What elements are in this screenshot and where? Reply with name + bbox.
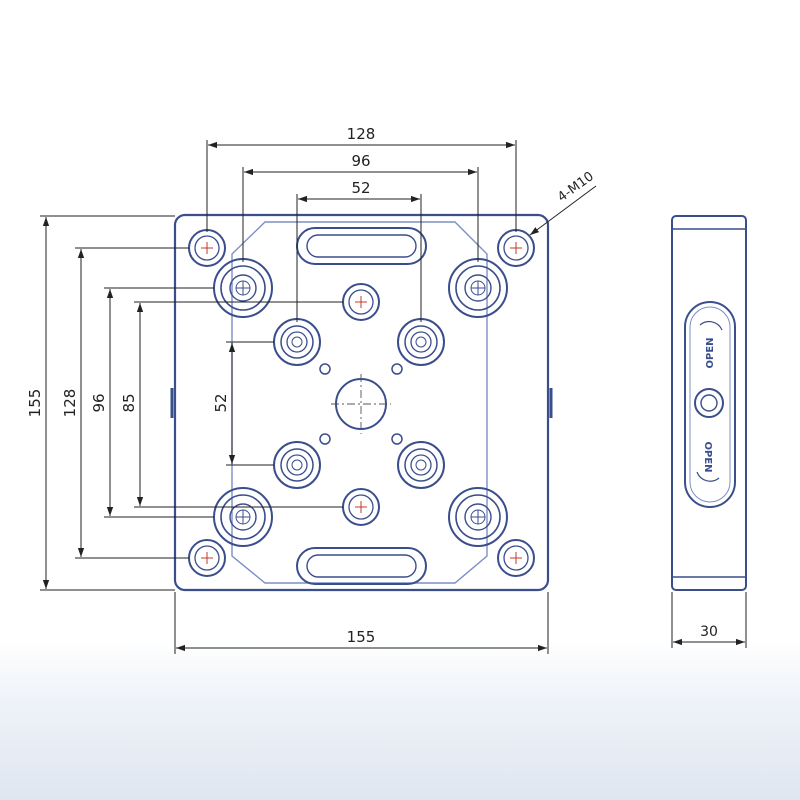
dim-label-top-128: 128 [347,125,376,143]
m10-hole-top-left [188,229,226,267]
dim-label-left-96: 96 [90,393,108,412]
slot-bottom [296,547,427,585]
side-view-outline [671,215,747,591]
dim-label-center-52: 52 [212,393,230,412]
dim-label-bottom-155: 155 [347,628,376,646]
hole-lower-center [342,488,380,526]
dim-label-left-128: 128 [61,389,79,418]
small-holes [319,363,403,445]
dim-label-side-30: 30 [700,624,718,640]
rotate-arrow-top-icon [699,321,723,331]
m10-hole-bottom-left [188,539,226,577]
counterbore-top-left [213,258,273,318]
counterbore-top-right [448,258,508,318]
dimensions-bottom [174,592,549,654]
dimensions-left [40,215,343,591]
dimensions-side [671,592,747,648]
center-bore [331,374,391,434]
hole-upper-center [342,283,380,321]
m10-hole-top-right [497,229,535,267]
counterbore-bottom-left [213,487,273,547]
side-view-actuator [694,388,724,418]
clamp-pin-lower-right [397,441,445,489]
slot-top [296,227,427,265]
clamp-pin-upper-right [397,318,445,366]
side-view-slot [684,301,736,508]
clamp-pin-lower-left [273,441,321,489]
dim-label-top-52: 52 [351,179,370,197]
m10-hole-bottom-right [497,539,535,577]
dimensions-top [206,140,517,322]
clamp-pin-upper-left [273,318,321,366]
side-label-open-bottom: OPEN [702,441,713,472]
callout-4-m10: 4-M10 [529,169,597,236]
dim-label-top-96: 96 [351,152,370,170]
plate-outline [173,213,550,592]
rotate-arrow-bottom-icon [696,471,720,482]
dim-label-left-85: 85 [120,393,138,412]
side-label-open-top: OPEN [705,337,716,368]
counterbore-bottom-right [448,487,508,547]
dim-label-left-155: 155 [26,389,44,418]
side-view [671,215,747,591]
callout-label: 4-M10 [555,169,597,205]
